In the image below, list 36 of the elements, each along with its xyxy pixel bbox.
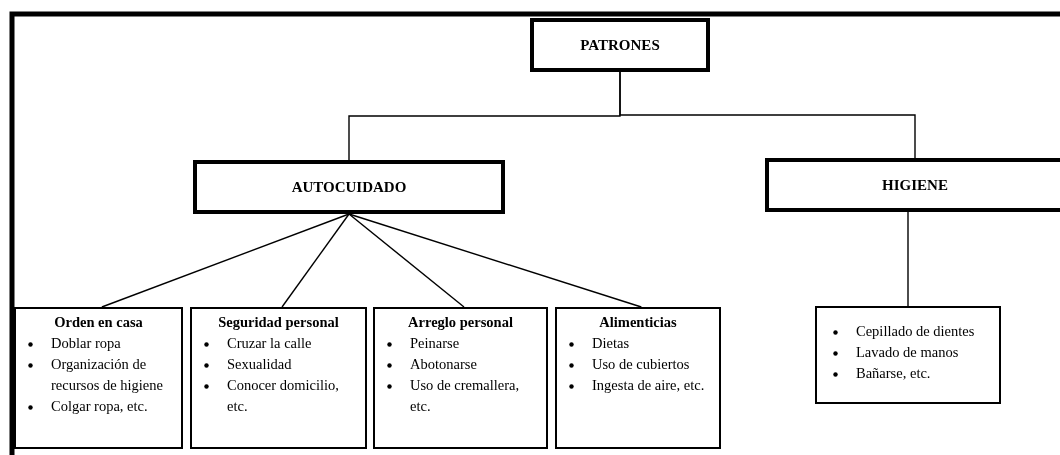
box-heading: Arreglo personal — [407, 313, 514, 332]
list-item: Bañarse, etc. — [856, 365, 931, 381]
list-item: Abotonarse — [410, 356, 477, 372]
activity-box — [14, 307, 183, 449]
box-heading: Seguridad personal — [217, 313, 340, 332]
activity-box — [190, 307, 367, 449]
list-item: Cruzar la calle — [227, 335, 312, 351]
connector-line — [101, 213, 350, 308]
category-box — [765, 158, 1060, 212]
list-item: Dietas — [592, 335, 630, 351]
category-box — [193, 160, 505, 214]
list-item: Ingesta de aire, etc. — [592, 377, 705, 393]
activity-box — [555, 307, 721, 449]
box-heading: Orden en casa — [53, 313, 144, 332]
box-heading: Alimenticias — [598, 313, 678, 332]
list-item: Uso de cubiertos — [592, 356, 690, 372]
activity-box — [373, 307, 548, 449]
box-title: PATRONES — [580, 36, 660, 54]
list-item: Cepillado de dientes — [856, 323, 975, 339]
list-item: Organización de recursos de higiene — [51, 356, 163, 393]
list-item: Lavado de manos — [856, 344, 959, 360]
connector-line — [907, 211, 909, 307]
category-box — [530, 18, 710, 72]
list-item: Peinarse — [410, 335, 460, 351]
connector-line — [281, 213, 350, 308]
connector-line — [348, 213, 465, 308]
activity-box — [815, 306, 1001, 404]
box-title: HIGIENE — [882, 176, 948, 194]
box-title: AUTOCUIDADO — [291, 178, 407, 196]
list-item: Colgar ropa, etc. — [51, 398, 148, 414]
list-item: Conocer domicilio, etc. — [227, 377, 339, 414]
list-item: Doblar ropa — [51, 335, 121, 351]
connector-line — [348, 213, 643, 308]
list-item: Sexualidad — [227, 356, 292, 372]
list-item: Uso de cremallera, etc. — [410, 377, 520, 414]
connector-line — [619, 71, 916, 159]
